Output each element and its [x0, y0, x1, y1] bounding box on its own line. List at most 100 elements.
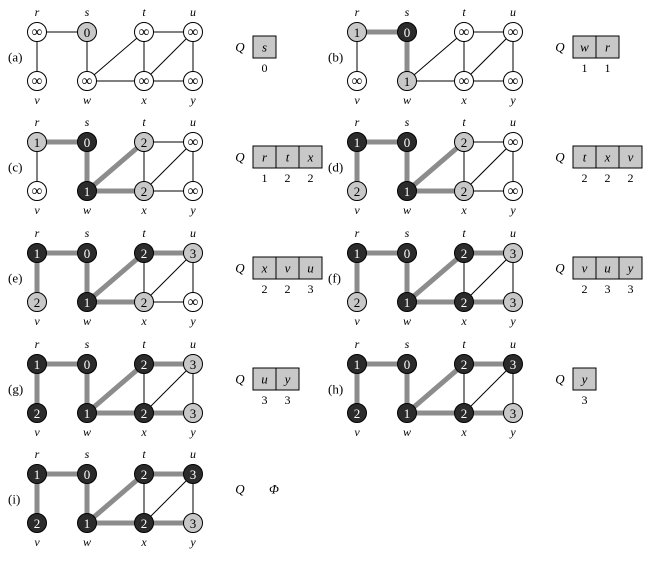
vertex-distance: 2: [461, 357, 468, 372]
queue-distance: 1: [582, 61, 588, 75]
queue-cell: x2: [595, 145, 620, 185]
queue-cell: y3: [618, 256, 643, 296]
queue-vertex: r: [605, 40, 611, 55]
edges: [34, 471, 194, 526]
vertex-x: 2x: [134, 403, 154, 439]
step-label: (h): [328, 382, 343, 397]
edges: [356, 29, 514, 82]
queue-distance: 2: [628, 171, 634, 185]
vertex-name: v: [34, 535, 40, 549]
step-label: (e): [8, 271, 22, 286]
vertex-circle: [397, 22, 417, 42]
vertex-name: w: [83, 93, 91, 107]
vertex-distance: ∞: [32, 25, 43, 41]
vertex-r: 1r: [27, 226, 47, 263]
vertex-t: 2t: [134, 337, 154, 374]
vertex-t: 2t: [454, 115, 474, 152]
vertex-w: 1w: [397, 71, 417, 107]
vertex-v: 2v: [27, 403, 47, 439]
vertex-circle: [183, 513, 203, 533]
queue-cell: u3: [298, 256, 323, 296]
vertex-v: ∞v: [27, 71, 47, 107]
queue-cell: u3: [252, 367, 277, 407]
vertex-distance: 1: [354, 246, 361, 261]
edge-x-u: [463, 31, 514, 82]
queue-distance: 3: [605, 282, 611, 296]
vertex-name: w: [403, 93, 411, 107]
vertex-circle: [183, 354, 203, 374]
edge-x-u: [143, 252, 194, 303]
vertex-v: 2v: [347, 403, 367, 439]
queue-distance: 2: [605, 171, 611, 185]
queue-vertex: x: [604, 150, 611, 165]
vertex-name: u: [190, 337, 196, 351]
queue-vertex: u: [261, 372, 268, 387]
vertex-circle: [503, 292, 523, 312]
vertex-x: 2x: [134, 513, 154, 549]
queue-label: Q: [235, 150, 245, 165]
vertex-r: 1r: [347, 5, 367, 42]
vertex-circle: [503, 132, 523, 152]
vertex-u: 3u: [503, 337, 523, 374]
queue-cell: y3: [572, 367, 597, 407]
edges: [36, 139, 194, 194]
vertex-x: 2x: [454, 403, 474, 439]
queue-vertex: x: [307, 150, 314, 165]
vertex-circle: [454, 22, 474, 42]
vertex-circle: [77, 292, 97, 312]
queue-label: Q: [235, 372, 245, 387]
queue-distance: 2: [262, 282, 268, 296]
vertex-distance: 1: [404, 74, 411, 89]
vertex-y: ∞y: [183, 292, 203, 328]
vertex-s: 0s: [397, 5, 417, 42]
vertex-circle: [183, 243, 203, 263]
vertex-circle: [347, 292, 367, 312]
vertex-name: y: [189, 314, 196, 328]
vertex-circle: [77, 22, 97, 42]
vertex-name: u: [510, 5, 516, 19]
vertex-s: 0s: [77, 447, 97, 484]
vertex-name: w: [83, 425, 91, 439]
vertex-distance: 2: [141, 184, 148, 199]
queue-cell: r1: [252, 145, 277, 185]
vertex-circle: [183, 132, 203, 152]
queue-vertex: x: [261, 261, 268, 276]
vertex-circle: [77, 181, 97, 201]
vertex-s: 0s: [77, 115, 97, 152]
vertex-circle: [397, 71, 417, 91]
vertex-circle: [77, 464, 97, 484]
vertex-distance: 0: [404, 357, 411, 372]
vertex-distance: 2: [34, 516, 41, 531]
vertex-circle: [134, 22, 154, 42]
vertex-name: s: [85, 337, 90, 351]
vertex-r: 1r: [347, 226, 367, 263]
queue-cell: t2: [275, 145, 300, 185]
vertex-distance: ∞: [139, 74, 150, 90]
vertex-name: x: [460, 93, 467, 107]
vertex-distance: 2: [354, 406, 361, 421]
vertex-name: t: [462, 115, 466, 129]
vertex-name: u: [190, 115, 196, 129]
vertex-distance: ∞: [459, 25, 470, 41]
vertex-w: 1w: [77, 292, 97, 328]
vertex-distance: ∞: [508, 74, 519, 90]
vertex-distance: 1: [84, 184, 91, 199]
vertex-circle: [77, 71, 97, 91]
step-label: (a): [8, 50, 22, 65]
vertex-name: t: [462, 5, 466, 19]
vertex-r: ∞r: [27, 5, 47, 42]
vertex-distance: ∞: [188, 135, 199, 151]
vertex-distance: ∞: [32, 184, 43, 200]
vertex-circle: [347, 71, 367, 91]
queue-vertex: r: [262, 150, 268, 165]
tree-edge-w-t: [85, 251, 146, 304]
edge-x-u: [143, 141, 194, 192]
vertex-circle: [347, 181, 367, 201]
tree-edge-w-t: [85, 472, 146, 525]
vertex-name: v: [354, 425, 360, 439]
vertex-distance: 3: [510, 295, 517, 310]
